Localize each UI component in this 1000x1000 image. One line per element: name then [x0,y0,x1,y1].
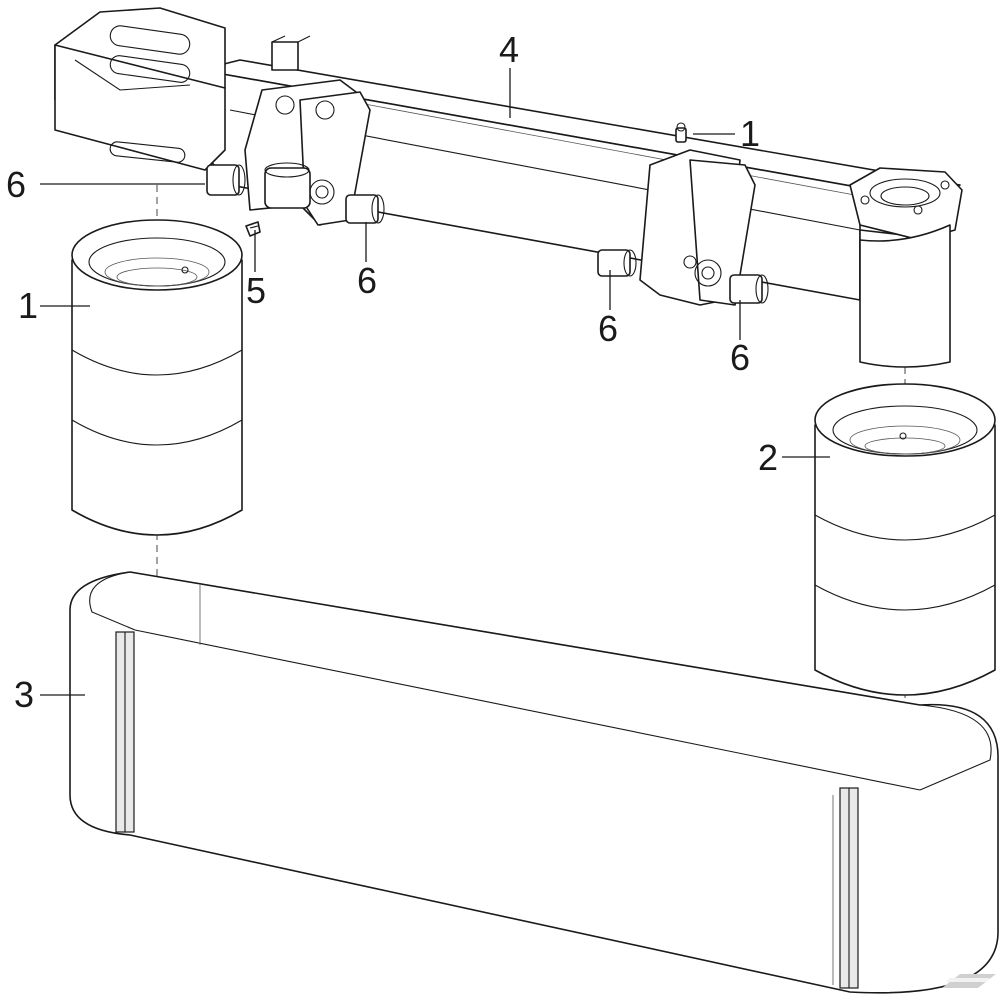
part-3-track-belt [69,571,999,994]
callout-6-right-b: 6 [730,337,750,378]
callout-labels: 6 1 4 1 5 6 6 6 2 3 [6,29,778,715]
callout-6-right-a: 6 [598,308,618,349]
bushing-b [345,194,385,224]
bushing-a [206,164,246,196]
part-1-left-sleeve [71,219,243,536]
part-5-grease-nipple [245,221,261,237]
callout-1-grease-nipple: 1 [740,113,760,154]
callout-6-center: 6 [357,260,377,301]
part-4-beam-frame [54,7,963,368]
callout-4-beam: 4 [499,29,519,70]
bushing-d [729,274,769,304]
leader-lines [40,68,830,696]
callout-5-grease-nipple: 5 [246,270,266,311]
brand-logo-icon [942,974,996,988]
part-1-grease-nipple [675,122,687,143]
callout-1-left-sleeve: 1 [18,285,38,326]
callout-6-left: 6 [6,164,26,205]
callout-2-right-sleeve: 2 [758,437,778,478]
bushing-c [597,249,637,277]
callout-3-track: 3 [14,674,34,715]
part-2-right-sleeve [814,383,996,696]
part-6-bushings [206,164,769,304]
